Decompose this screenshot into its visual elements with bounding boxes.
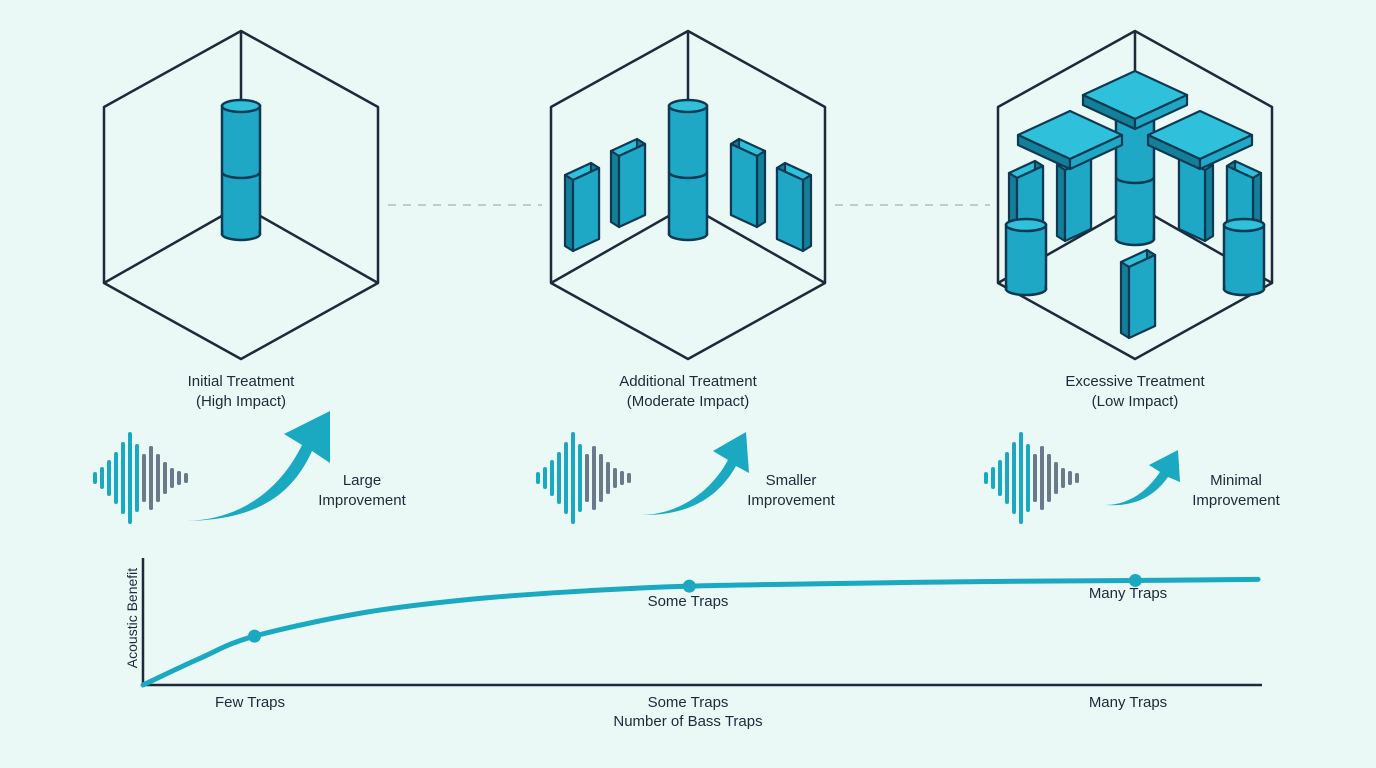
improvement-label-smaller: Smaller Improvement: [711, 471, 871, 511]
point-label-some: Some Traps: [647, 593, 729, 610]
stage-title-line: Excessive Treatment: [1065, 373, 1205, 390]
y-axis-label: Acoustic Benefit: [124, 567, 140, 669]
improvement-label-minimal: Minimal Improvement: [1156, 471, 1316, 511]
improvement-size: Smaller: [765, 472, 817, 489]
curve-marker-some: [682, 579, 696, 593]
curve-marker-many: [1128, 573, 1142, 587]
benefit-chart: [140, 558, 1262, 688]
x-tick-many: Many Traps: [1088, 694, 1168, 711]
improvement-size: Minimal: [1210, 472, 1262, 489]
stage-impact-line: (Low Impact): [1091, 393, 1179, 410]
curve-marker-few: [248, 629, 261, 643]
stage-title-initial: Initial Treatment (High Impact): [111, 372, 371, 412]
arrow-up-right-icon: [186, 411, 330, 521]
x-axis-label: Number of Bass Traps: [613, 713, 763, 730]
arrow-up-right-icon: [1105, 450, 1180, 506]
stage-title-excessive: Excessive Treatment (Low Impact): [1005, 372, 1265, 412]
stage-title-line: Additional Treatment: [619, 373, 757, 390]
point-label-many: Many Traps: [1088, 585, 1168, 602]
arrow-up-right-icon: [640, 432, 749, 516]
room-initial-treatment: [102, 29, 380, 361]
room-additional-treatment: [549, 29, 827, 361]
improvement-word: Improvement: [747, 492, 835, 509]
stage-title-additional: Additional Treatment (Moderate Impact): [558, 372, 818, 412]
improvement-size: Large: [342, 472, 382, 489]
improvement-word: Improvement: [318, 492, 406, 509]
x-tick-few: Few Traps: [214, 694, 286, 711]
stage-impact-line: (High Impact): [195, 393, 287, 410]
stage-impact-line: (Moderate Impact): [626, 393, 750, 410]
x-tick-some: Some Traps: [647, 694, 729, 711]
room-excessive-treatment: [996, 29, 1274, 361]
improvement-word: Improvement: [1192, 492, 1280, 509]
improvement-label-large: Large Improvement: [282, 471, 442, 511]
stage-title-line: Initial Treatment: [187, 373, 295, 390]
soundwave-gray-tails: [142, 446, 1079, 510]
